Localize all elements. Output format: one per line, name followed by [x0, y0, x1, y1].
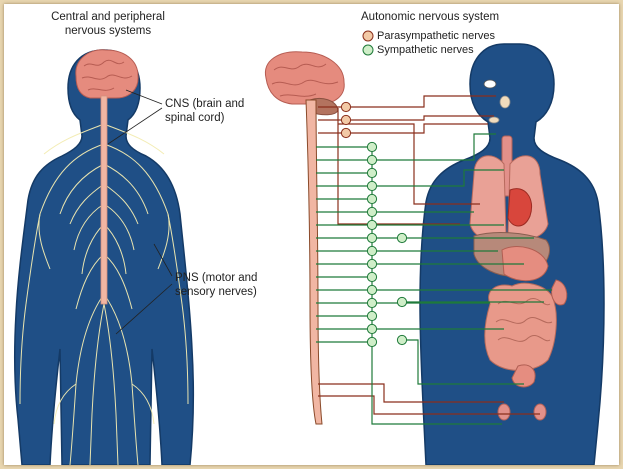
sympathetic-ganglion [366, 154, 378, 166]
sympathetic-ganglion [366, 284, 378, 296]
pns-label-line2: sensory nerves) [175, 286, 257, 298]
left-title-line1: Central and peripheral [51, 11, 165, 23]
sympathetic-ganglion [366, 297, 378, 309]
sympathetic-ganglion [396, 296, 408, 308]
sympathetic-ganglion [366, 245, 378, 257]
right-panel-title: Autonomic nervous system [361, 11, 500, 23]
parasympathetic-line [318, 383, 504, 403]
left-title-line2: nervous systems [64, 25, 152, 37]
right-organs [469, 79, 568, 421]
sympathetic-ganglion [366, 258, 378, 270]
parasympathetic-pathways [318, 95, 540, 415]
sympathetic-ganglion [366, 219, 378, 231]
right-brain [264, 51, 345, 116]
pns-label-line1: PNS (motor and [175, 272, 258, 284]
cns-label-line1: CNS (brain and [165, 98, 245, 110]
sympathetic-line [406, 339, 524, 385]
parasympathetic-ganglion [340, 127, 352, 139]
legend-sympathetic-label: Sympathetic nerves [377, 44, 474, 56]
sympathetic-ganglion [396, 232, 408, 244]
legend-parasympathetic-label: Parasympathetic nerves [377, 30, 495, 42]
sympathetic-ganglion [366, 193, 378, 205]
parasympathetic-line [350, 95, 496, 108]
sympathetic-ganglion [366, 323, 378, 335]
parasympathetic-ganglion [340, 101, 352, 113]
left-spinal-cord [100, 95, 108, 305]
sympathetic-ganglion [396, 334, 408, 346]
left-leader-lines [107, 89, 173, 335]
ganglia [340, 101, 408, 348]
left-panel-title: Central and peripheral nervous systems [38, 10, 178, 38]
parasympathetic-ganglion [340, 114, 352, 126]
sympathetic-ganglion [366, 206, 378, 218]
pns-label: PNS (motor and sensory nerves) [175, 271, 257, 299]
sympathetic-ganglion [366, 141, 378, 153]
legend-swatches [362, 30, 374, 56]
sympathetic-line [376, 133, 496, 161]
sympathetic-ganglion [366, 271, 378, 283]
parasympathetic-line [318, 395, 540, 415]
sympathetic-pathways [316, 133, 552, 425]
parasympathetic-line [350, 123, 488, 134]
sympathetic-ganglion [366, 336, 378, 348]
left-nerve-network [19, 108, 189, 465]
sympathetic-ganglion [366, 232, 378, 244]
left-brain [75, 49, 139, 99]
autonomic-spinal-cord [305, 99, 323, 425]
figure-frame: Central and peripheral nervous systems C… [4, 4, 619, 465]
sympathetic-ganglion [366, 180, 378, 192]
sympathetic-line [371, 349, 502, 425]
sympathetic-ganglion [366, 310, 378, 322]
sympathetic-line [376, 169, 504, 187]
cns-label: CNS (brain and spinal cord) [165, 97, 244, 125]
legend-parasympathetic-swatch [362, 30, 374, 42]
legend-sympathetic-swatch [362, 44, 374, 56]
parasympathetic-line [338, 123, 480, 205]
sympathetic-ganglion [366, 167, 378, 179]
cns-label-line2: spinal cord) [165, 112, 225, 124]
parasympathetic-line [350, 115, 494, 121]
nervous-system-illustration [13, 30, 605, 465]
